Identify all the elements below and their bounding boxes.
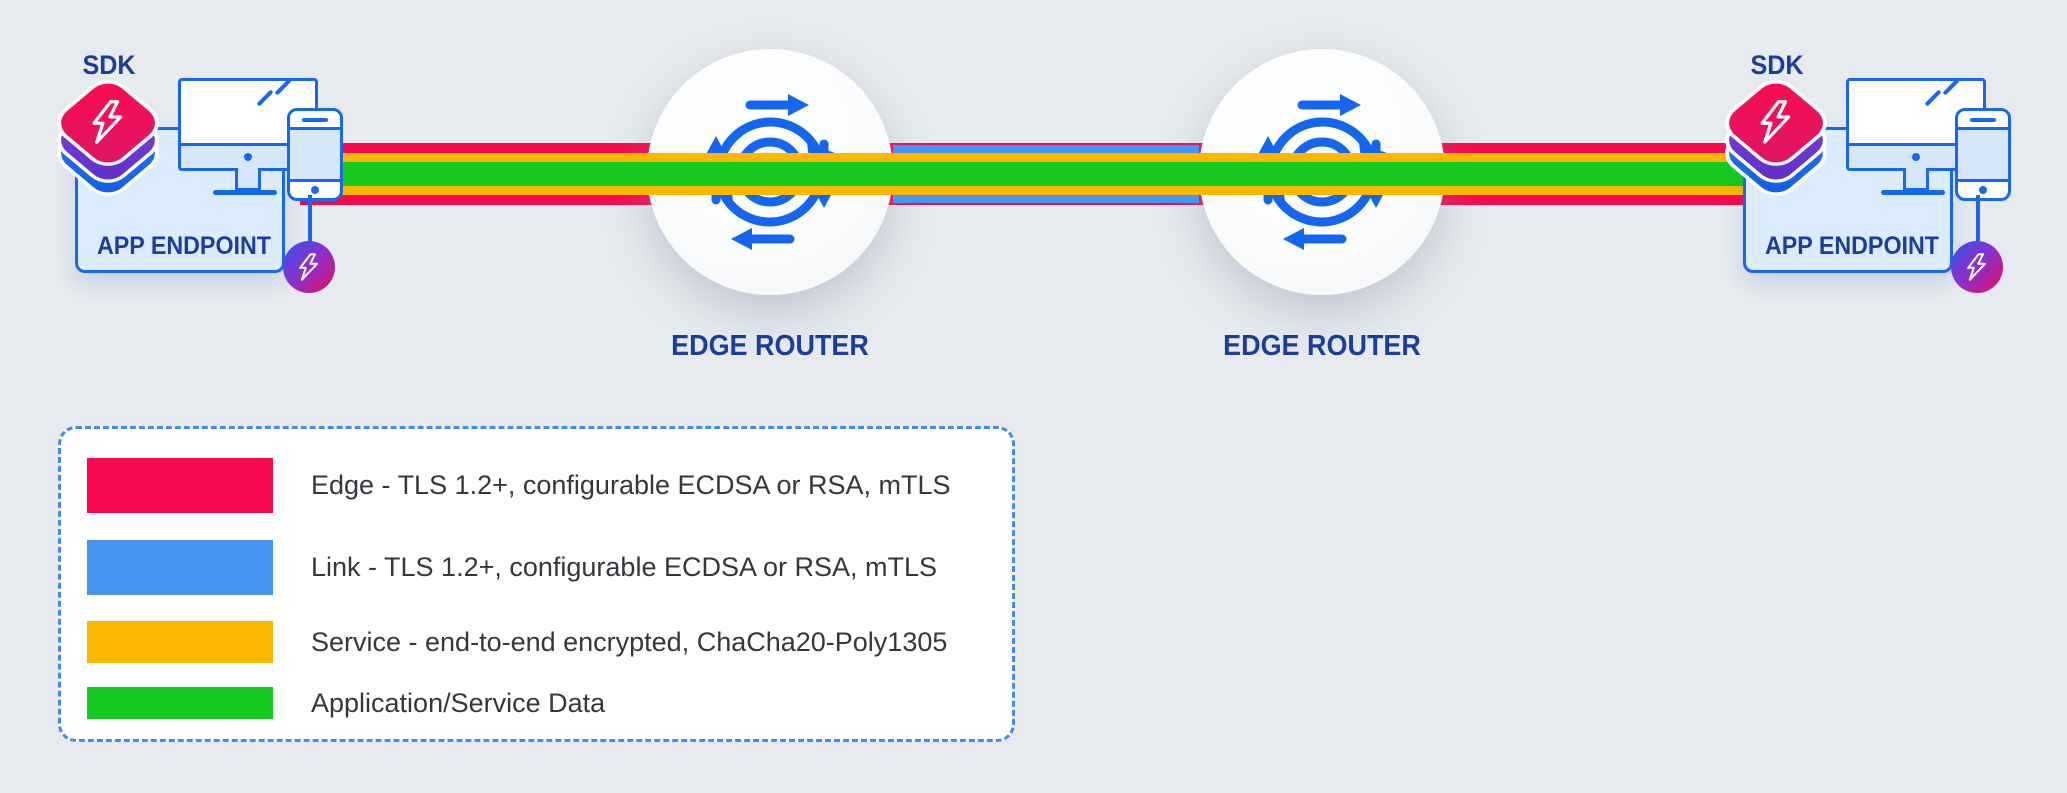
service-stripe-top xyxy=(300,153,1755,162)
monitor-dot xyxy=(244,153,252,161)
lightning-icon xyxy=(297,252,321,282)
legend-label-edge: Edge - TLS 1.2+, configurable ECDSA or R… xyxy=(311,469,951,500)
legend-swatch-service xyxy=(87,621,273,663)
phone-speaker xyxy=(1970,118,1996,122)
app-endpoint-label: APP ENDPOINT xyxy=(1765,232,1939,260)
monitor-stand xyxy=(1903,168,1929,191)
lightning-icon xyxy=(89,98,127,146)
badge-connector-line xyxy=(1976,195,1980,247)
ziti-badge xyxy=(283,241,335,293)
lightning-icon xyxy=(1757,98,1795,146)
phone-icon xyxy=(287,108,343,201)
app-endpoint-label: APP ENDPOINT xyxy=(97,232,271,260)
monitor-stand xyxy=(235,168,261,191)
edge-router-label: EDGE ROUTER xyxy=(1223,330,1421,362)
data-stripe xyxy=(300,162,1755,186)
phone-icon xyxy=(1955,108,2011,201)
monitor-base xyxy=(213,190,277,195)
link-stripe-bottom xyxy=(893,194,1199,203)
legend-label-service: Service - end-to-end encrypted, ChaCha20… xyxy=(311,626,948,657)
link-stripe-top xyxy=(893,145,1199,154)
monitor-base xyxy=(1881,190,1945,195)
monitor-dot xyxy=(1912,153,1920,161)
legend-box: Edge - TLS 1.2+, configurable ECDSA or R… xyxy=(58,426,1015,742)
app-endpoint-right: SDK APP ENDPOINT xyxy=(1713,40,2067,320)
service-stripe-bottom xyxy=(300,186,1755,195)
legend-swatch-appdata xyxy=(87,687,273,719)
ziti-badge xyxy=(1951,241,2003,293)
legend-label-link: Link - TLS 1.2+, configurable ECDSA or R… xyxy=(311,551,938,582)
phone-screen xyxy=(290,127,340,182)
lightning-icon xyxy=(1965,252,1989,282)
badge-connector-line xyxy=(308,195,312,247)
phone-screen xyxy=(1958,127,2008,182)
legend-swatch-edge xyxy=(87,458,273,513)
phone-home-button xyxy=(311,186,319,194)
sdk-label: SDK xyxy=(1750,50,1804,80)
app-endpoint-left: SDK APP ENDPOINT xyxy=(45,40,405,320)
legend-label-appdata: Application/Service Data xyxy=(311,687,606,718)
edge-router-label: EDGE ROUTER xyxy=(671,330,869,362)
phone-speaker xyxy=(302,118,328,122)
legend-swatch-link xyxy=(87,540,273,595)
phone-home-button xyxy=(1979,186,1987,194)
sdk-label: SDK xyxy=(82,50,136,80)
